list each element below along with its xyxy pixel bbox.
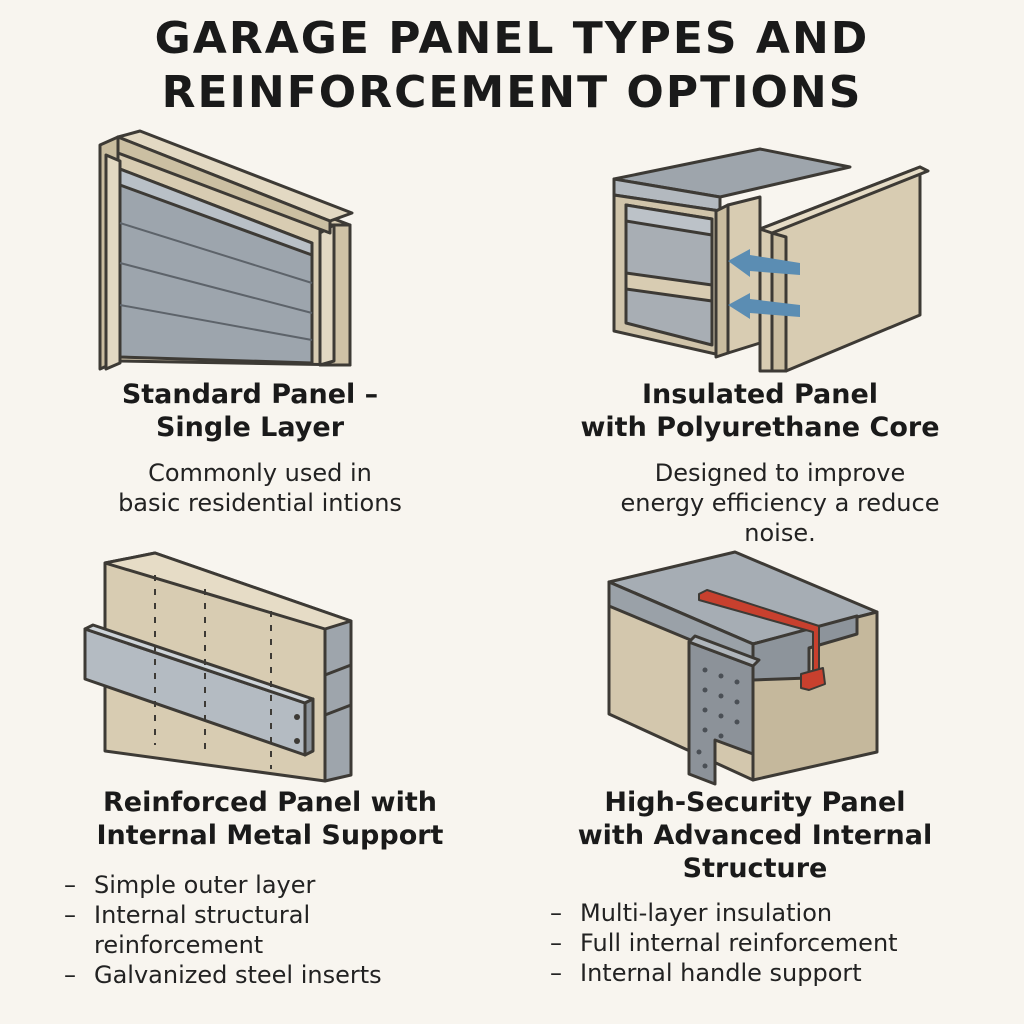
- insulated-panel-description-line-3: noise.: [744, 519, 816, 547]
- high-security-panel-heading: High-Security Panel with Advanced Intern…: [520, 786, 990, 885]
- bullet-dash: –: [550, 899, 562, 927]
- list-item: – Internal handle support: [550, 958, 1020, 988]
- bullet-text: Internal structural reinforcement: [94, 900, 310, 960]
- standard-panel-heading: Standard Panel – Single Layer: [50, 378, 450, 444]
- reinforced-panel-heading: Reinforced Panel with Internal Metal Sup…: [40, 786, 500, 852]
- bullet-dash: –: [550, 929, 562, 957]
- reinforced-panel-heading-line-2: Internal Metal Support: [96, 820, 444, 851]
- list-item: – Galvanized steel inserts: [64, 960, 504, 990]
- high-security-panel-heading-line-3: Structure: [682, 853, 828, 884]
- high-security-panel-illustration: [607, 550, 879, 786]
- bullet-text: Galvanized steel inserts: [94, 961, 382, 989]
- bullet-dash: –: [64, 961, 76, 989]
- standard-panel-description: Commonly used in basic residential intio…: [30, 458, 490, 518]
- standard-panel-description-line-2: basic residential intions: [118, 489, 402, 517]
- bullet-dash: –: [64, 871, 76, 899]
- insulated-panel-description-line-1: Designed to improve: [654, 459, 906, 487]
- reinforced-panel-heading-line-1: Reinforced Panel with: [102, 787, 438, 818]
- insulated-panel-description: Designed to improve energy efficiency a …: [540, 458, 1020, 548]
- bullet-text: Simple outer layer: [94, 871, 316, 899]
- high-security-panel-feature-list: – Multi-layer insulation – Full internal…: [550, 898, 1020, 988]
- high-security-panel-heading-line-2: with Advanced Internal: [577, 820, 933, 851]
- title-line-2: REINFORCEMENT OPTIONS: [161, 67, 863, 118]
- standard-panel-heading-line-1: Standard Panel –: [121, 379, 379, 410]
- insulated-panel-heading: Insulated Panel with Polyurethane Core: [520, 378, 1000, 444]
- bullet-text: Internal handle support: [580, 959, 862, 987]
- list-item: – Internal structural reinforcement: [64, 900, 504, 960]
- list-item: – Full internal reinforcement: [550, 928, 1020, 958]
- bullet-text: Full internal reinforcement: [580, 929, 898, 957]
- insulated-panel-illustration: [612, 147, 930, 373]
- standard-panel-heading-line-2: Single Layer: [155, 412, 345, 443]
- page-title: GARAGE PANEL TYPES AND REINFORCEMENT OPT…: [0, 12, 1024, 120]
- list-item: – Multi-layer insulation: [550, 898, 1020, 928]
- reinforced-panel-feature-list: – Simple outer layer – Internal structur…: [64, 870, 504, 990]
- list-item: – Simple outer layer: [64, 870, 504, 900]
- bullet-text-line-2: reinforcement: [94, 931, 264, 959]
- standard-panel-illustration: [98, 129, 354, 371]
- bullet-dash: –: [550, 959, 562, 987]
- insulated-panel-heading-line-1: Insulated Panel: [641, 379, 879, 410]
- insulated-panel-description-line-2: energy efficiency a reduce: [620, 489, 940, 517]
- reinforced-panel-illustration: [83, 551, 353, 783]
- high-security-panel-heading-line-1: High-Security Panel: [604, 787, 906, 818]
- standard-panel-description-line-1: Commonly used in: [148, 459, 372, 487]
- bullet-text: Multi-layer insulation: [580, 899, 833, 927]
- insulated-panel-heading-line-2: with Polyurethane Core: [580, 412, 940, 443]
- bullet-text-line-1: Internal structural: [94, 901, 311, 929]
- title-line-1: GARAGE PANEL TYPES AND: [154, 13, 870, 64]
- bullet-dash: –: [64, 901, 76, 929]
